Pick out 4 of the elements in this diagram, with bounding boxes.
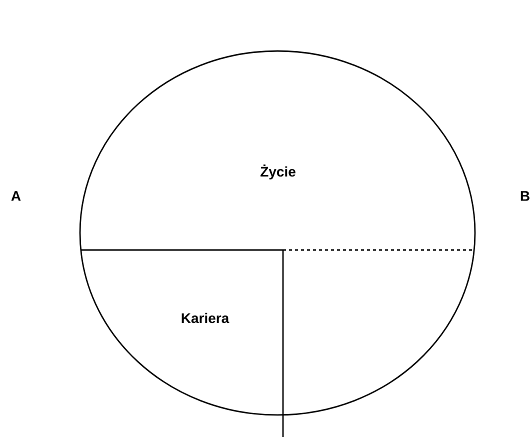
point-label: A	[11, 191, 21, 201]
region-label: Życie	[260, 164, 296, 180]
region-label: Kariera	[182, 312, 230, 324]
point-label: B	[520, 191, 530, 201]
